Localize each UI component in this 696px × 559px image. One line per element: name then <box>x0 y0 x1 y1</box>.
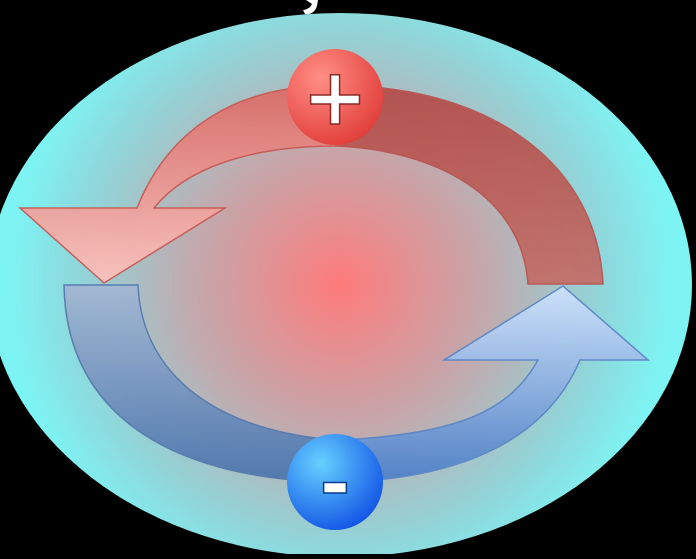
minus-label: - <box>320 441 351 527</box>
plus-node: + <box>287 49 383 145</box>
top-text-fragment <box>303 0 318 14</box>
minus-node: - <box>287 434 383 530</box>
plus-label: + <box>302 53 367 143</box>
